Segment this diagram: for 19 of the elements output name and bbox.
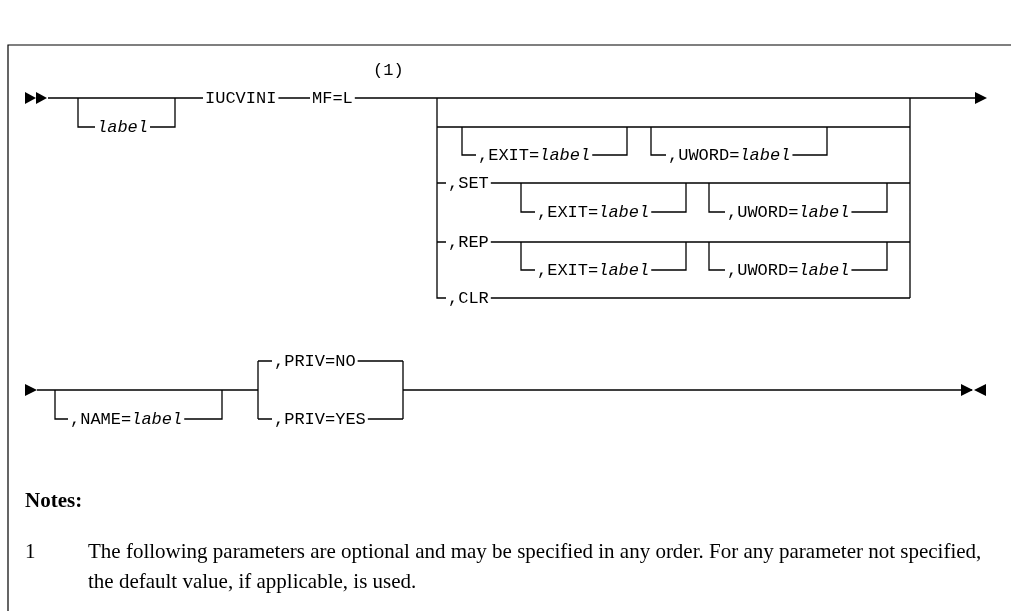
optional-parameter: ,UWORD=label — [727, 203, 850, 221]
footnote-reference: (1) — [373, 61, 404, 79]
parameter-option: ,CLR — [448, 289, 489, 307]
note-number: 1 — [25, 538, 36, 565]
note-text: The following parameters are optional and may be specified in any order. For any parameter not specified, the default value, if applicable, is used. — [88, 538, 983, 596]
parameter-keyword: MF=L — [312, 89, 353, 107]
parameter-option: ,PRIV=YES — [274, 410, 366, 428]
optional-parameter: ,EXIT=label — [478, 146, 591, 164]
default-parameter: ,PRIV=NO — [274, 352, 356, 370]
macro-name: IUCVINI — [205, 89, 277, 107]
optional-parameter: ,EXIT=label — [537, 261, 650, 279]
optional-parameter: ,EXIT=label — [537, 203, 650, 221]
notes-heading: Notes: — [25, 490, 83, 511]
optional-parameter: ,NAME=label — [70, 410, 183, 428]
parameter-option: ,REP — [448, 233, 489, 251]
optional-parameter: ,UWORD=label — [727, 261, 850, 279]
parameter-option: ,SET — [448, 174, 489, 192]
optional-parameter: ,UWORD=label — [668, 146, 791, 164]
parameter-variable: label — [97, 118, 148, 136]
